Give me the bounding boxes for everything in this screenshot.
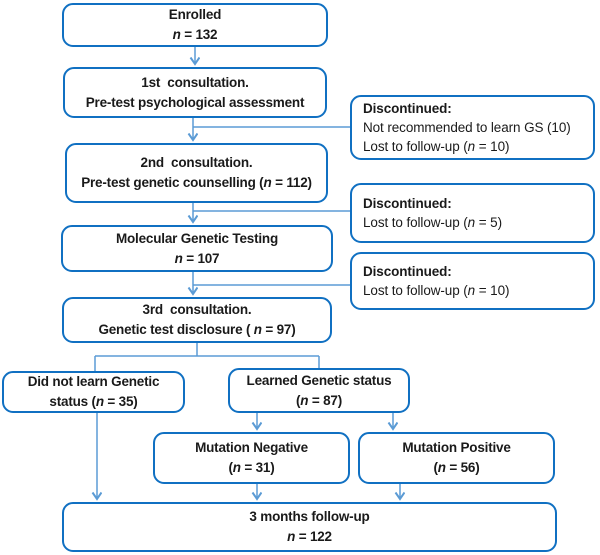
text-segment: Lost to follow-up ( bbox=[363, 215, 468, 230]
count-text: = 132 bbox=[180, 27, 218, 42]
text-segment: ( bbox=[228, 460, 233, 475]
box-followup-title: 3 months follow-up bbox=[249, 509, 370, 525]
n-italic: n bbox=[174, 250, 183, 266]
count-text: = 112) bbox=[271, 175, 312, 190]
box-learned-status: Learned Genetic status (n = 87) bbox=[228, 368, 410, 413]
box-consultation-1: 1st consultation. Pre-test psychological… bbox=[63, 67, 327, 118]
box-discontinued-3: Discontinued: Lost to follow-up (n = 10) bbox=[350, 252, 595, 310]
box-mutation-negative-count: (n = 31) bbox=[228, 458, 274, 478]
box-genetic-testing-count: n = 107 bbox=[175, 249, 220, 269]
box-did-not-learn-title: Did not learn Genetic bbox=[27, 374, 160, 390]
text-segment: ( bbox=[433, 460, 438, 475]
discontinued-1-title: Discontinued: bbox=[363, 100, 452, 116]
n-italic: n bbox=[467, 283, 476, 298]
branch-consult3-split bbox=[94, 343, 320, 372]
box-did-not-learn-count: status (n = 35) bbox=[49, 392, 137, 412]
n-italic: n bbox=[263, 175, 272, 190]
discontinued-1-reason-1: Not recommended to learn GS (10) bbox=[363, 119, 571, 135]
n-italic: n bbox=[437, 460, 446, 475]
count-text: = 56) bbox=[445, 460, 480, 475]
box-consultation-1-subtitle: Pre-test psychological assessment bbox=[85, 94, 305, 110]
count-text: = 5) bbox=[475, 215, 502, 230]
count-text: = 87) bbox=[308, 392, 343, 408]
box-enrolled-title: Enrolled bbox=[168, 7, 222, 23]
box-mutation-positive-count: (n = 56) bbox=[433, 458, 479, 478]
count-text: = 10) bbox=[475, 139, 510, 155]
text-segment: ( bbox=[295, 392, 301, 408]
text-segment: status ( bbox=[49, 394, 96, 409]
box-enrolled: Enrolled n = 132 bbox=[62, 3, 328, 47]
discontinued-2-title: Discontinued: bbox=[363, 195, 452, 211]
box-consultation-1-title: 1st consultation. bbox=[141, 74, 249, 90]
n-italic: n bbox=[172, 27, 181, 42]
discontinued-3-title: Discontinued: bbox=[363, 263, 452, 279]
discontinued-1-reason-2: Lost to follow-up (n = 10) bbox=[363, 137, 509, 156]
box-consultation-3-subtitle: Genetic test disclosure ( n = 97) bbox=[98, 320, 295, 340]
box-consultation-2-subtitle: Pre-test genetic counselling (n = 112) bbox=[81, 173, 312, 193]
box-mutation-negative: Mutation Negative (n = 31) bbox=[153, 432, 350, 484]
count-text: = 122 bbox=[295, 529, 332, 544]
box-mutation-negative-title: Mutation Negative bbox=[195, 440, 308, 456]
n-italic: n bbox=[467, 215, 476, 230]
count-text: = 10) bbox=[475, 283, 510, 298]
box-consultation-3: 3rd consultation. Genetic test disclosur… bbox=[62, 297, 332, 343]
text-segment: Pre-test genetic counselling ( bbox=[81, 175, 264, 190]
box-mutation-positive: Mutation Positive (n = 56) bbox=[358, 432, 555, 484]
count-text: = 97) bbox=[261, 322, 296, 337]
box-followup: 3 months follow-up n = 122 bbox=[62, 502, 557, 552]
count-text: = 31) bbox=[240, 460, 275, 475]
box-learned-status-count: (n = 87) bbox=[296, 391, 342, 411]
box-learned-status-title: Learned Genetic status bbox=[246, 372, 392, 388]
n-italic: n bbox=[467, 139, 476, 155]
text-segment: Lost to follow-up ( bbox=[363, 139, 468, 155]
box-enrolled-count: n = 132 bbox=[173, 25, 218, 45]
n-italic: n bbox=[300, 392, 309, 408]
discontinued-2-reason: Lost to follow-up (n = 5) bbox=[363, 213, 502, 232]
box-discontinued-1: Discontinued: Not recommended to learn G… bbox=[350, 95, 595, 160]
box-discontinued-2: Discontinued: Lost to follow-up (n = 5) bbox=[350, 183, 595, 243]
count-text: = 107 bbox=[182, 250, 220, 266]
box-genetic-testing-title: Molecular Genetic Testing bbox=[115, 230, 279, 246]
text-segment: Lost to follow-up ( bbox=[363, 283, 468, 298]
box-mutation-positive-title: Mutation Positive bbox=[402, 440, 511, 456]
box-consultation-3-title: 3rd consultation. bbox=[142, 302, 252, 318]
n-italic: n bbox=[95, 394, 104, 409]
discontinued-3-reason: Lost to follow-up (n = 10) bbox=[363, 281, 509, 300]
n-italic: n bbox=[232, 460, 241, 475]
text-segment: Genetic test disclosure ( bbox=[98, 322, 254, 337]
box-genetic-testing: Molecular Genetic Testing n = 107 bbox=[61, 225, 333, 272]
box-consultation-2: 2nd consultation. Pre-test genetic couns… bbox=[65, 143, 328, 203]
count-text: = 35) bbox=[103, 394, 138, 409]
box-consultation-2-title: 2nd consultation. bbox=[140, 155, 253, 171]
n-italic: n bbox=[287, 529, 296, 544]
n-italic: n bbox=[253, 322, 262, 337]
box-did-not-learn: Did not learn Genetic status (n = 35) bbox=[2, 371, 185, 413]
box-followup-count: n = 122 bbox=[287, 527, 332, 547]
